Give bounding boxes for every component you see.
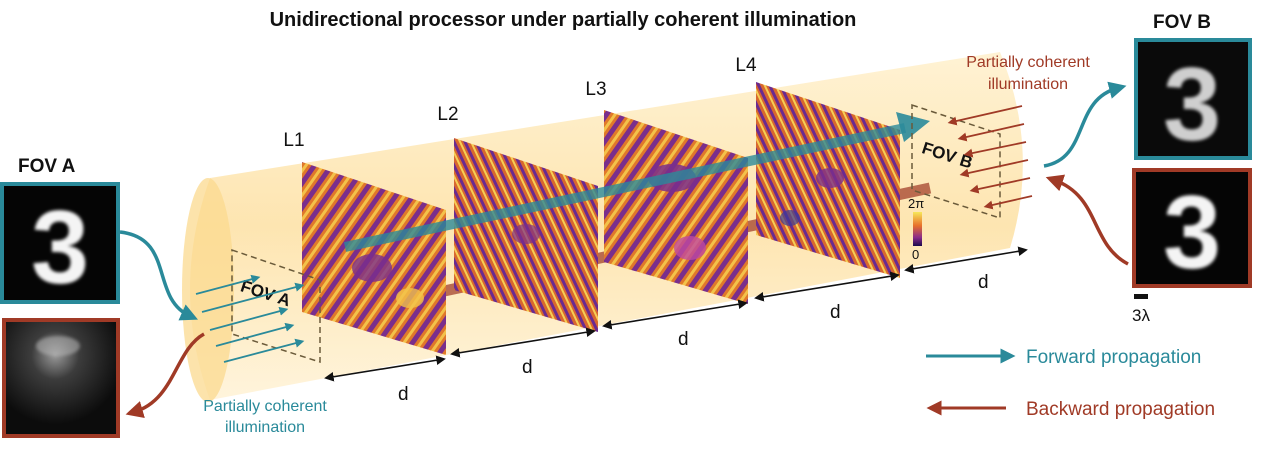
fov-b-input-digit: 3 xyxy=(1163,175,1221,291)
layer-L2 xyxy=(454,138,598,332)
fov-a-illumination-arrows xyxy=(195,274,305,363)
fov-b-output-digit: 3 xyxy=(1163,47,1221,163)
layer-label-L3: L3 xyxy=(585,79,606,100)
fov-b-heading: FOV B xyxy=(1153,12,1211,33)
fov-a-forward-curve xyxy=(119,230,198,321)
spacing-markers xyxy=(324,246,1028,382)
spacing-label-2: d xyxy=(522,357,533,378)
spacing-label-5: d xyxy=(978,272,989,293)
fov-b-output-image: 3 xyxy=(1134,38,1252,163)
scale-bar-label: 3λ xyxy=(1132,306,1150,325)
figure-title: Unidirectional processor under partially… xyxy=(270,9,857,31)
layer-label-L1: L1 xyxy=(283,130,304,151)
fov-a-heading: FOV A xyxy=(18,156,76,177)
spacing-label-4: d xyxy=(830,302,841,323)
fov-b-backward-curve xyxy=(1045,174,1129,266)
fov-b-input-image: 3 xyxy=(1132,168,1252,291)
layer-L4 xyxy=(756,82,900,278)
legend-backward-label: Backward propagation xyxy=(1026,399,1215,420)
fov-a-input-digit: 3 xyxy=(31,190,89,306)
legend: Forward propagation Backward propagation xyxy=(926,347,1215,420)
fov-b-illumination-line-2: illumination xyxy=(988,76,1068,93)
fov-b-illumination-line-1: Partially coherent xyxy=(966,54,1090,71)
scale-bar xyxy=(1134,294,1148,299)
fov-a-output-image xyxy=(2,318,120,438)
spacing-label-1: d xyxy=(398,384,409,405)
fov-a-illumination-line-1: Partially coherent xyxy=(203,398,327,415)
layer-label-L2: L2 xyxy=(437,104,458,125)
forward-beam-head xyxy=(896,112,930,142)
colorbar-min-label: 0 xyxy=(912,247,919,262)
layer-L1 xyxy=(302,162,446,355)
spacing-label-3: d xyxy=(678,329,689,350)
layer-label-L4: L4 xyxy=(735,55,757,76)
fov-b-illumination-arrows xyxy=(947,105,1033,210)
colorbar-max-label: 2π xyxy=(908,196,924,211)
fov-b-forward-curve xyxy=(1043,81,1127,168)
fov-a-input-image: 3 xyxy=(0,182,120,306)
fov-a-illumination-line-2: illumination xyxy=(225,419,305,436)
forward-beam xyxy=(343,123,907,252)
fov-a-backward-curve xyxy=(125,332,205,418)
legend-forward-label: Forward propagation xyxy=(1026,347,1201,368)
